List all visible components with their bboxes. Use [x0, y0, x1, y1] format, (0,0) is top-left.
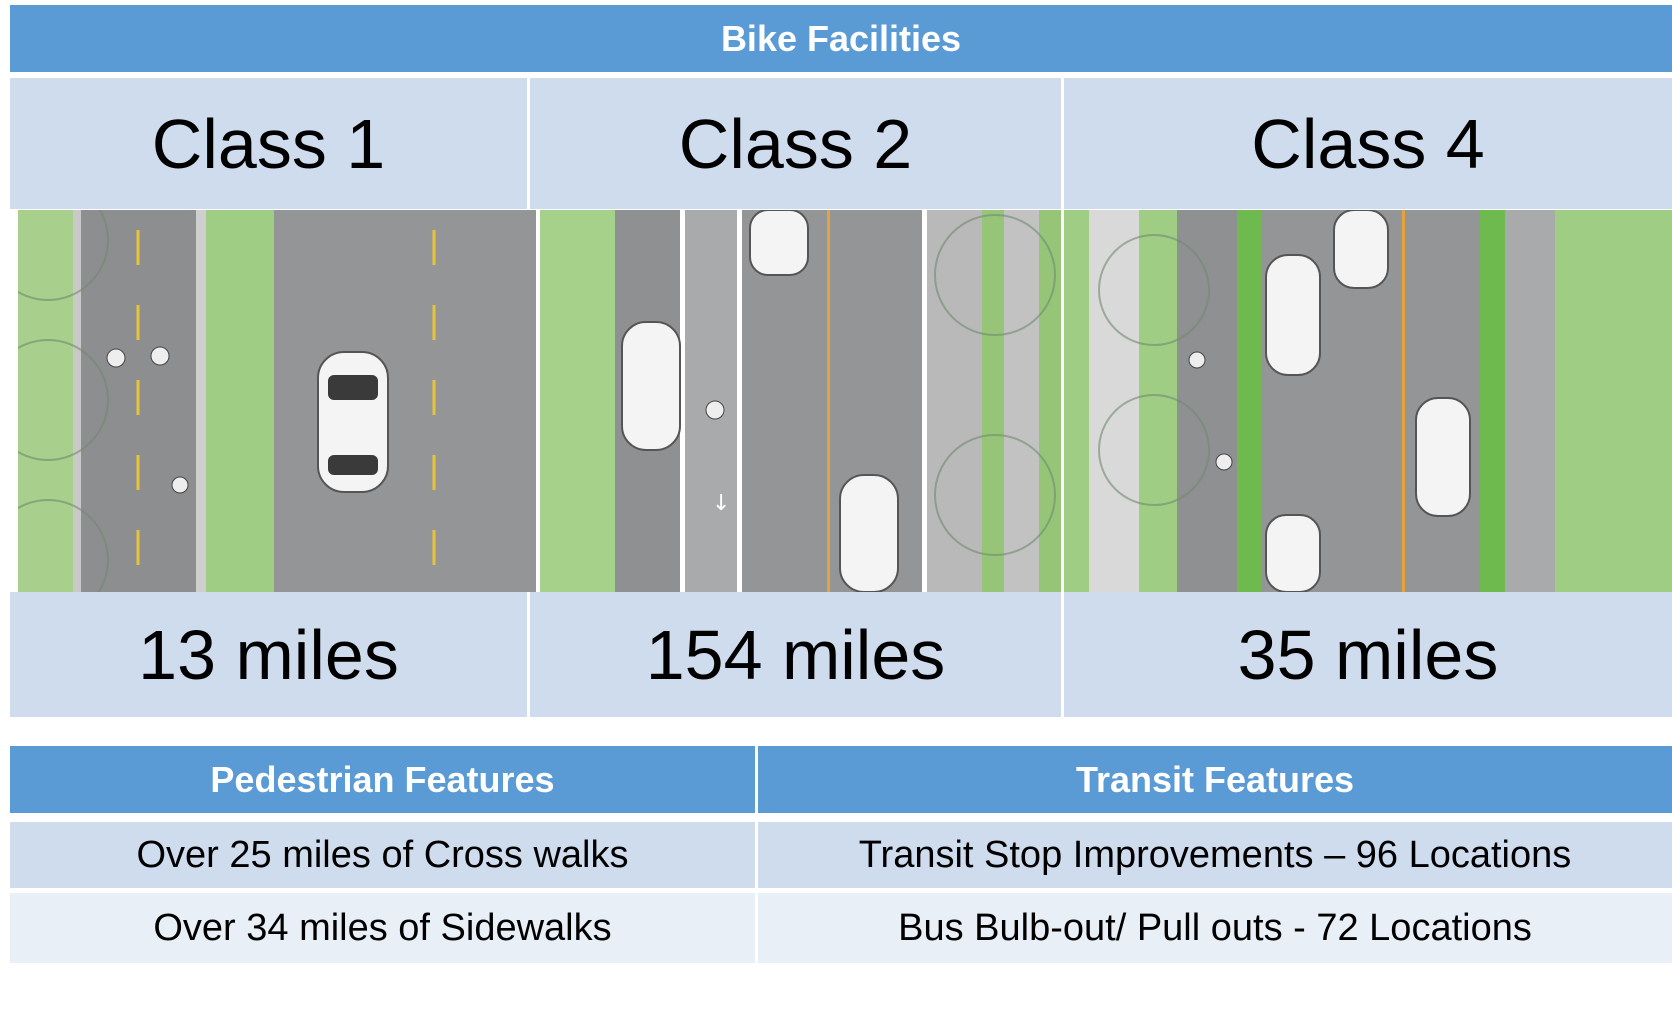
class-4-title: Class 4: [1064, 78, 1672, 209]
class-2-miles: 154 miles: [530, 592, 1061, 717]
pedestrian-feature-row: Over 34 miles of Sidewalks: [10, 893, 755, 963]
bike-facilities-header: Bike Facilities: [10, 5, 1672, 72]
class-2-bike-lane-illustration: ↓: [540, 210, 1061, 592]
class-1-bike-path-illustration: [18, 210, 536, 592]
svg-text:↓: ↓: [712, 491, 730, 516]
pedestrian-features-header: Pedestrian Features: [10, 746, 755, 813]
class-2-title: Class 2: [530, 78, 1061, 209]
class-4-miles: 35 miles: [1064, 592, 1672, 717]
class-1-title: Class 1: [10, 78, 527, 209]
class-4-separated-bikeway-illustration: [1064, 210, 1672, 592]
transit-feature-row: Transit Stop Improvements – 96 Locations: [758, 822, 1672, 888]
class-1-miles: 13 miles: [10, 592, 527, 717]
transit-features-header: Transit Features: [758, 746, 1672, 813]
transit-feature-row: Bus Bulb-out/ Pull outs - 72 Locations: [758, 893, 1672, 963]
pedestrian-feature-row: Over 25 miles of Cross walks: [10, 822, 755, 888]
